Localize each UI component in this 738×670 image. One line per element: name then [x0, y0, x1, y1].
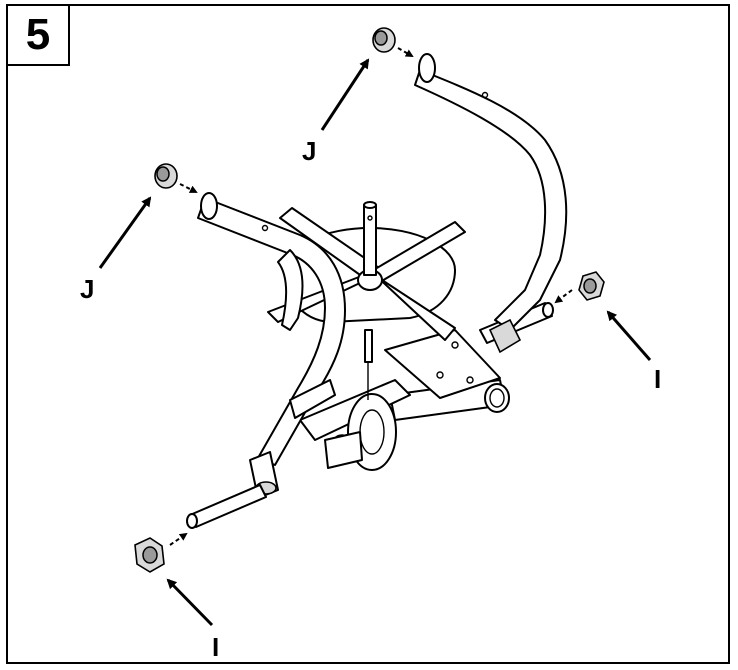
end-cap-j-left [154, 163, 178, 189]
diagram-frame [6, 4, 730, 664]
label-i-right: I [654, 364, 661, 394]
nut-i-right [578, 271, 605, 301]
center-post [363, 201, 377, 276]
seat-platform [364, 329, 501, 400]
assembly-arrows [169, 47, 573, 546]
leader-arrows [98, 58, 652, 627]
end-cap-j-upper [372, 27, 396, 53]
step-number: 5 [6, 4, 70, 66]
label-j-upper: J [302, 136, 316, 166]
left-axle [186, 484, 267, 529]
label-i-bottom: I [212, 632, 219, 662]
nut-i-bottom [134, 537, 165, 573]
right-handlebar [414, 53, 568, 354]
flywheel [324, 393, 397, 471]
label-j-left: J [80, 274, 94, 304]
left-leg [249, 379, 336, 499]
